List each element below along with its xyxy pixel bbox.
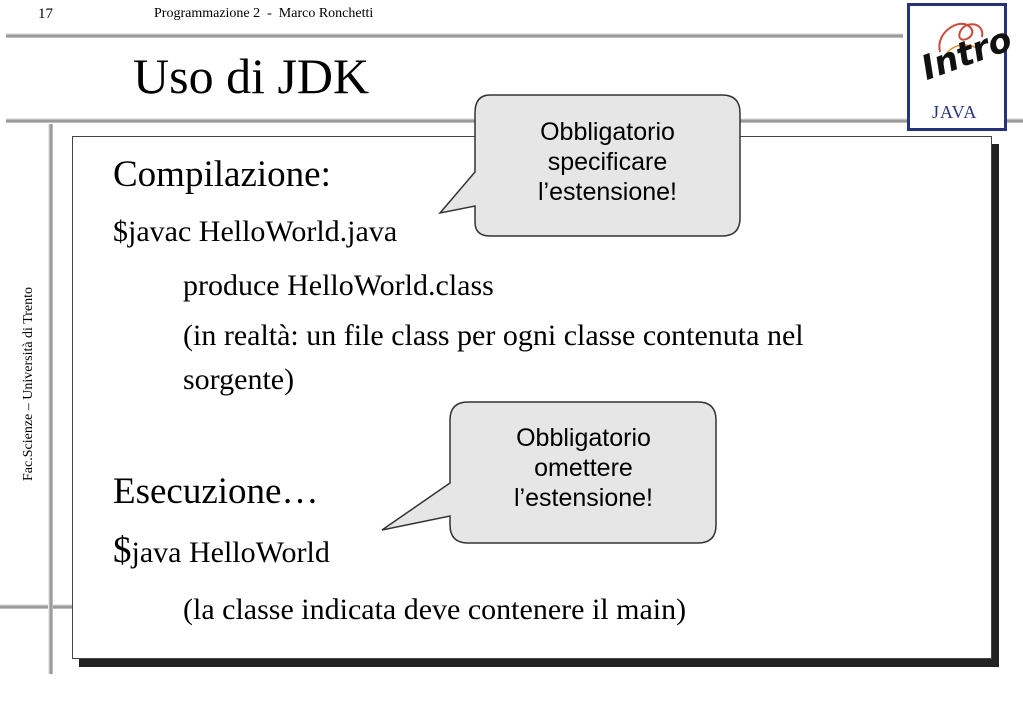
run-command: $java HelloWorld [113,529,330,572]
compile-command: $javac HelloWorld.java [113,215,398,248]
callout-1-shape [438,94,741,237]
run-command-dollar: $ [113,530,132,571]
run-command-text: java HelloWorld [131,536,330,569]
callout-2-line-1: Obbligatorio [516,424,651,452]
callout-2: Obbligatorio omettere l’estensione! [466,423,701,513]
callout-2-line-3: l’estensione! [514,484,653,512]
produces-line: produce HelloWorld.class [183,269,494,302]
intro-java-logo: Intro JAVA [907,3,1017,131]
content-panel: Compilazione: $javac HelloWorld.java pro… [72,136,992,659]
callout-1-line-1: Obbligatorio [540,118,675,146]
left-rule-middle [0,604,72,609]
main-note: (la classe indicata deve contenere il ma… [183,593,687,626]
slide-title: Uso di JDK [133,48,370,104]
note-line-2: sorgente) [183,363,295,396]
callout-1: Obbligatorio specificare l’estensione! [490,117,725,207]
callout-2-shape [381,401,717,544]
execution-heading: Esecuzione… [113,471,319,512]
page-number: 17 [38,6,53,22]
swirl-graphic [938,22,984,58]
header-rule-top [6,33,903,38]
course-header: Programmazione 2 - Marco Ronchetti [154,6,374,21]
callout-2-line-2: omettere [534,454,633,482]
note-line-1: (in realtà: un file class per ogni class… [183,319,804,352]
left-rule-vertical [48,124,53,674]
callout-1-line-2: specificare [547,148,668,176]
logo-java-text: JAVA [932,102,978,122]
callout-1-line-3: l’estensione! [538,178,677,206]
compilation-heading: Compilazione: [113,154,331,195]
